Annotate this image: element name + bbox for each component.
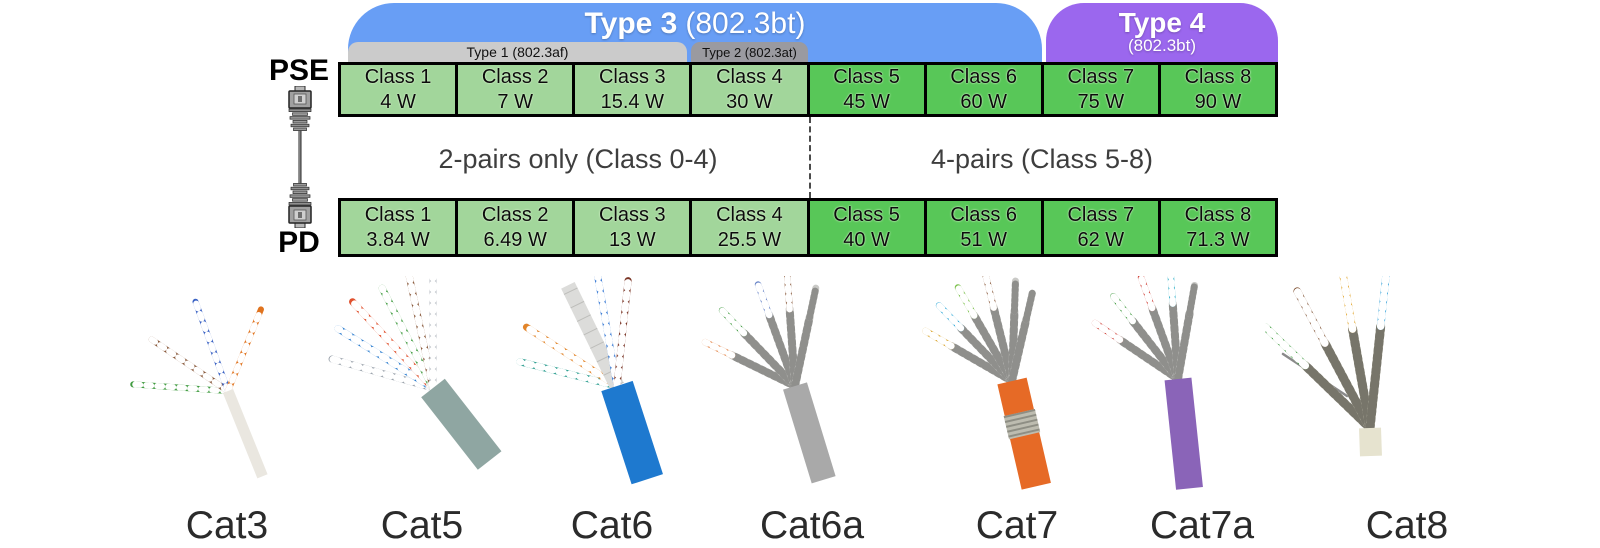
cat5-label: Cat5 xyxy=(380,504,464,547)
class-name: Class 4 xyxy=(716,203,783,226)
cat3-label: Cat3 xyxy=(185,504,269,547)
pairing-divider-dashed-line xyxy=(809,117,811,198)
class-power: 30 W xyxy=(726,90,773,113)
class-power: 7 W xyxy=(497,90,533,113)
cat7a-label: Cat7a xyxy=(1149,504,1255,547)
type4-banner: Type 4 (802.3bt) xyxy=(1046,3,1278,63)
class-power: 25.5 W xyxy=(717,228,782,251)
class-power: 71.3 W xyxy=(1186,228,1250,251)
type4-subtitle: (802.3bt) xyxy=(1127,36,1197,56)
cat5-cable-image xyxy=(315,262,525,490)
class-power: 62 W xyxy=(1077,228,1125,251)
class-power: 51 W xyxy=(960,228,1008,251)
ethernet-patch-cable-icon xyxy=(288,86,312,228)
cat7a-cable-image xyxy=(1070,268,1280,490)
class-name: Class 1 xyxy=(364,203,432,226)
class-name: Class 2 xyxy=(481,65,549,88)
class-name: Class 5 xyxy=(833,203,900,226)
type3-title: Type 3 xyxy=(584,7,678,40)
class-name: Class 5 xyxy=(833,65,900,88)
type2-banner: Type 2 (802.3at) xyxy=(691,42,808,63)
class-name: Class 7 xyxy=(1067,203,1135,226)
class-name: Class 6 xyxy=(950,65,1018,88)
type3-subtitle: (802.3bt) xyxy=(685,7,806,40)
class-power: 15.4 W xyxy=(600,90,664,113)
class-name: Class 4 xyxy=(716,65,783,88)
class-name: Class 6 xyxy=(950,203,1018,226)
cat8-label: Cat8 xyxy=(1365,504,1449,547)
pd-label: PD xyxy=(278,226,320,259)
class-power: 40 W xyxy=(843,228,890,251)
class-power: 45 W xyxy=(843,90,890,113)
cat6-cable-image xyxy=(505,272,715,490)
cat6a-label: Cat6a xyxy=(759,504,865,547)
class-name: Class 1 xyxy=(364,65,432,88)
class-name: Class 8 xyxy=(1184,203,1252,226)
class-power: 13 W xyxy=(608,228,656,251)
class-name: Class 7 xyxy=(1067,65,1135,88)
class-power: 60 W xyxy=(960,90,1008,113)
class-name: Class 3 xyxy=(598,203,666,226)
class-power: 4 W xyxy=(380,90,416,113)
cat8-cable-image xyxy=(1261,260,1475,490)
cat3-cable-image xyxy=(120,276,330,490)
two-pairs-label: 2-pairs only (Class 0-4) xyxy=(438,144,718,174)
class-name: Class 8 xyxy=(1184,65,1252,88)
class-name: Class 2 xyxy=(481,203,549,226)
type1-banner: Type 1 (802.3af) xyxy=(348,42,687,63)
type4-title: Type 4 xyxy=(1118,7,1206,38)
pse-label: PSE xyxy=(268,54,330,87)
cat7-cable-image xyxy=(902,272,1112,490)
cat6a-cable-image xyxy=(685,273,895,490)
cat6-label: Cat6 xyxy=(570,504,654,547)
class-power: 75 W xyxy=(1077,90,1125,113)
class-power: 6.49 W xyxy=(483,228,547,251)
four-pairs-label: 4-pairs (Class 5-8) xyxy=(930,144,1154,174)
class-name: Class 3 xyxy=(598,65,666,88)
cat7-label: Cat7 xyxy=(975,504,1059,547)
class-power: 90 W xyxy=(1194,90,1242,113)
class-power: 3.84 W xyxy=(366,228,430,251)
